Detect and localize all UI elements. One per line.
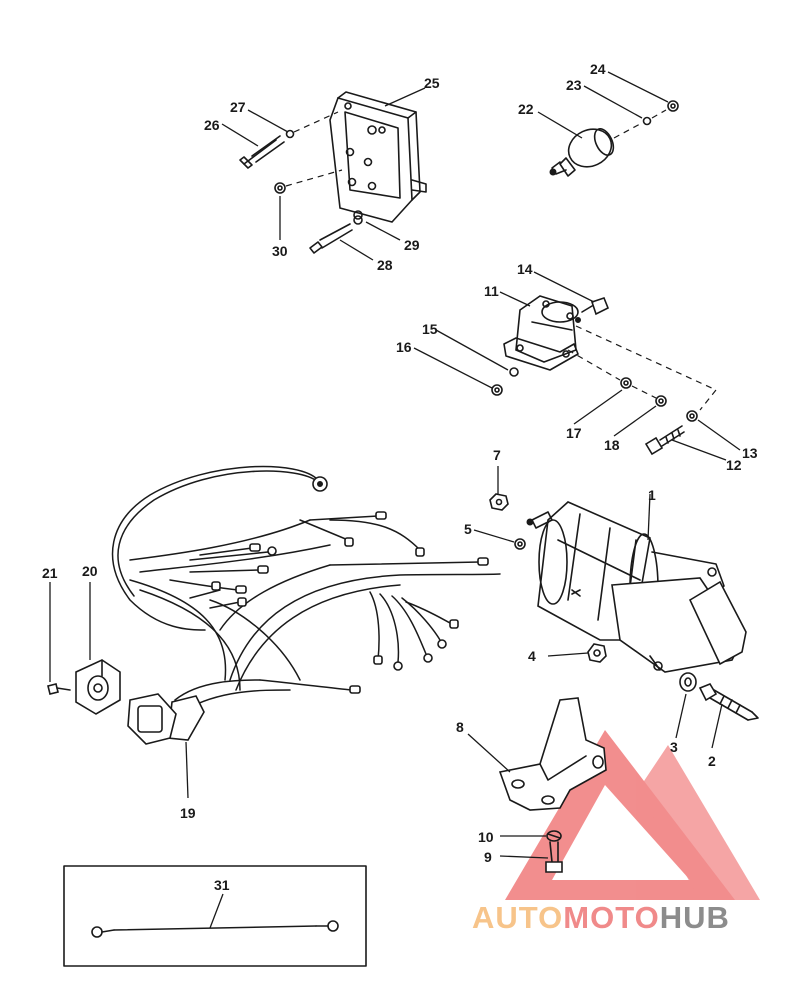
label-9: 9	[484, 849, 492, 865]
part-number-labels: 1 2 3 4 5 7 8 9 10 11 12 13 14 15 16 17 …	[42, 61, 758, 893]
screw-14	[581, 297, 610, 316]
label-18: 18	[604, 437, 620, 453]
label-16: 16	[396, 339, 412, 355]
watermark-hub: HUB	[660, 900, 730, 935]
nut-24	[667, 100, 679, 112]
solenoid-11	[503, 295, 581, 371]
label-19: 19	[180, 805, 196, 821]
nut-4	[587, 643, 607, 663]
label-30: 30	[272, 243, 288, 259]
label-20: 20	[82, 563, 98, 579]
label-17: 17	[566, 425, 582, 441]
label-5: 5	[464, 521, 472, 537]
nut-18	[655, 395, 667, 407]
label-26: 26	[204, 117, 220, 133]
bracket-8	[498, 697, 607, 811]
control-box	[329, 91, 427, 223]
nut-7	[489, 493, 509, 511]
inset-box-31	[63, 865, 367, 967]
washer-15	[509, 367, 519, 377]
nut-16	[491, 384, 503, 396]
bolt-12	[644, 425, 685, 456]
nut-30	[274, 182, 286, 194]
label-10: 10	[478, 829, 494, 845]
screw-9	[545, 841, 563, 873]
label-7: 7	[493, 447, 501, 463]
screw-28	[309, 223, 353, 254]
washer-13	[686, 410, 698, 422]
label-13: 13	[742, 445, 758, 461]
watermark-moto: MOTO	[563, 900, 659, 935]
label-4: 4	[528, 648, 536, 664]
washer-27	[285, 129, 295, 139]
label-8: 8	[456, 719, 464, 735]
label-28: 28	[377, 257, 393, 273]
label-21: 21	[42, 565, 58, 581]
label-3: 3	[670, 739, 678, 755]
dashed-line-13	[575, 325, 717, 411]
dashed-line-27	[293, 111, 339, 133]
cable-31	[91, 920, 339, 938]
label-25: 25	[424, 75, 440, 91]
washer-17	[620, 377, 632, 389]
label-31: 31	[214, 877, 230, 893]
leader-lines	[49, 71, 741, 929]
label-23: 23	[566, 77, 582, 93]
bolt-2	[698, 683, 759, 721]
screw-26	[239, 135, 285, 169]
label-1: 1	[648, 487, 656, 503]
sensor-22	[549, 128, 615, 177]
watermark-logo-icon	[505, 730, 760, 900]
label-15: 15	[422, 321, 438, 337]
washer-29	[353, 215, 363, 225]
washer-3	[679, 672, 697, 692]
label-29: 29	[404, 237, 420, 253]
label-12: 12	[726, 457, 742, 473]
wiring-harness-19	[111, 465, 501, 745]
dashed-line-22	[613, 123, 641, 139]
label-27: 27	[230, 99, 246, 115]
label-2: 2	[708, 753, 716, 769]
label-11: 11	[484, 283, 499, 299]
watermark-text: AUTOMOTOHUB	[472, 900, 730, 935]
dashed-line-18	[631, 385, 657, 399]
washer-5	[514, 538, 526, 550]
svg-text:AUTOMOTOHUB: AUTOMOTOHUB	[472, 900, 730, 935]
label-22: 22	[518, 101, 534, 117]
mounting-block-20	[75, 659, 121, 715]
label-14: 14	[517, 261, 533, 277]
watermark-auto: AUTO	[472, 900, 563, 935]
dashed-line-30	[285, 169, 343, 187]
washer-23	[642, 116, 652, 126]
screw-21	[47, 683, 71, 695]
label-24: 24	[590, 61, 606, 77]
dashed-line-23	[651, 109, 667, 119]
washer-10	[546, 830, 562, 842]
starter-motor	[526, 501, 747, 673]
